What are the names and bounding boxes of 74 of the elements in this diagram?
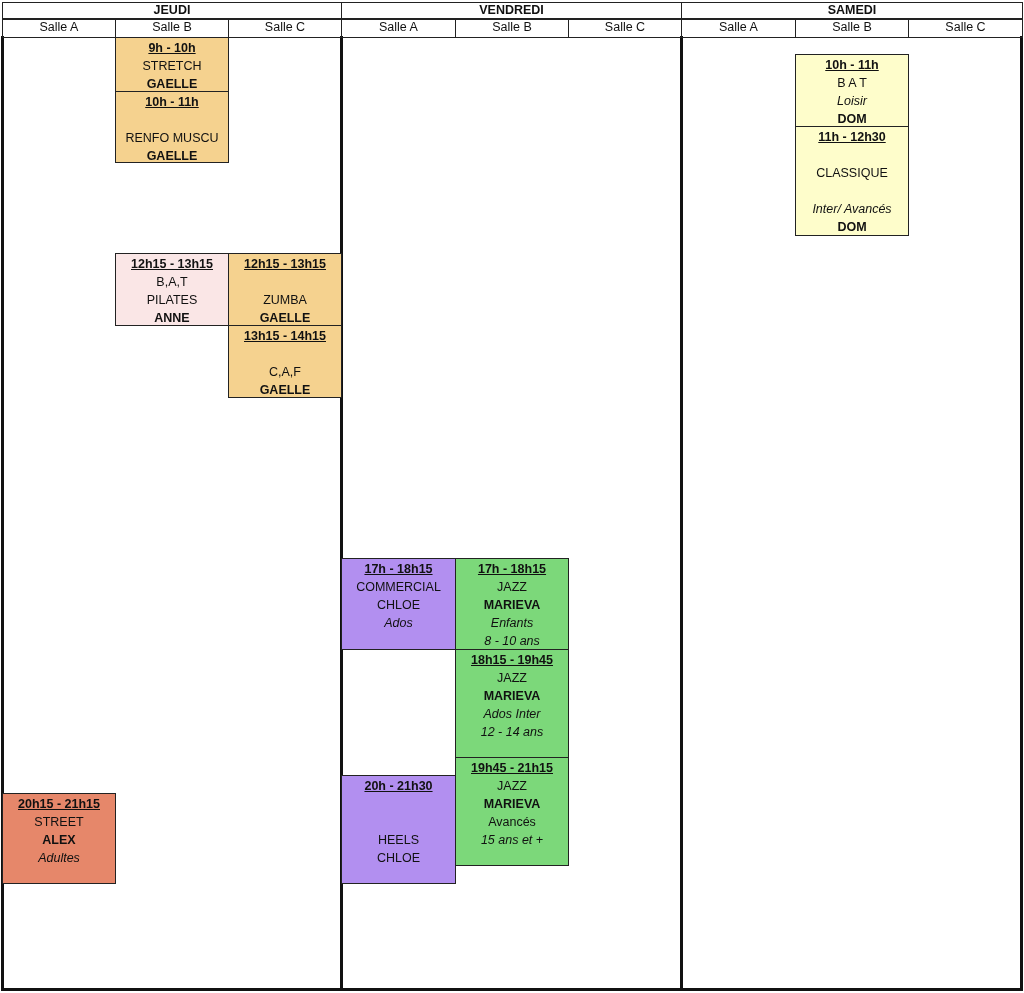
time-range: 17h - 18h15 (364, 561, 433, 578)
class-text: COMMERCIAL (355, 579, 442, 596)
class-text: HEELS (377, 832, 420, 849)
level-text: Loisir (836, 93, 869, 110)
class-text: JAZZ (496, 579, 528, 596)
teacher-name: MARIEVA (482, 688, 542, 705)
level-text: Adultes (37, 850, 81, 867)
class-block (341, 558, 456, 650)
time-range: 13h15 - 14h15 (244, 328, 326, 345)
room-header: Salle C (568, 18, 682, 38)
room-header: Salle C (228, 18, 342, 38)
class-block (795, 126, 909, 236)
room-header: Salle A (2, 18, 116, 38)
class-block (228, 253, 342, 326)
class-text: PILATES (145, 292, 199, 309)
time-range: 20h - 21h30 (364, 778, 433, 795)
class-block (455, 558, 569, 650)
teacher-name: DOM (836, 111, 868, 128)
class-block (795, 54, 909, 127)
teacher-name: MARIEVA (482, 597, 542, 614)
time-range: 17h - 18h15 (477, 561, 547, 578)
level-text: Ados (383, 615, 414, 632)
level-text: 12 - 14 ans (479, 724, 545, 741)
time-range: 19h45 - 21h15 (471, 760, 553, 777)
level-text: Ados Inter (482, 706, 542, 723)
level-text: 15 ans et + (479, 832, 545, 849)
class-text: JAZZ (496, 778, 528, 795)
teacher-name: DOM (836, 219, 868, 236)
level-text: 8 - 10 ans (483, 633, 541, 650)
level-text: Inter/ Avancés (811, 201, 893, 218)
day-header: SAMEDI (681, 2, 1023, 20)
class-text: B A T (836, 75, 868, 92)
class-block (228, 325, 342, 398)
time-range: 10h - 11h (825, 57, 879, 74)
time-range: 20h15 - 21h15 (18, 796, 100, 813)
room-header: Salle A (681, 18, 796, 38)
room-header: Salle A (341, 18, 456, 38)
teacher-name: GAELLE (145, 148, 199, 165)
class-block (455, 757, 569, 866)
room-header: Salle B (455, 18, 569, 38)
class-block (341, 775, 456, 884)
room-header: Salle C (908, 18, 1023, 38)
class-block (115, 91, 229, 163)
class-text: CHLOE (375, 850, 422, 867)
class-text: CLASSIQUE (815, 165, 889, 182)
day-header: VENDREDI (341, 2, 682, 20)
time-range: 10h - 11h (145, 94, 199, 111)
teacher-name: MARIEVA (482, 796, 542, 813)
class-text: CHLOE (375, 597, 422, 614)
class-block (115, 37, 229, 92)
class-block (455, 649, 569, 758)
teacher-name: ALEX (41, 832, 77, 849)
class-block (2, 793, 116, 884)
time-range: 9h - 10h (148, 40, 196, 57)
time-range: 18h15 - 19h45 (471, 652, 553, 669)
teacher-name: ANNE (153, 310, 191, 327)
time-range: 12h15 - 13h15 (244, 256, 326, 273)
class-text: STREET (33, 814, 85, 831)
class-text: RENFO MUSCU (124, 130, 220, 147)
room-header: Salle B (795, 18, 909, 38)
class-text: ZUMBA (262, 292, 308, 309)
class-text: C,A,F (268, 364, 302, 381)
day-header: JEUDI (2, 2, 342, 20)
time-range: 12h15 - 13h15 (131, 256, 213, 273)
teacher-name: GAELLE (145, 76, 199, 93)
class-text: STRETCH (141, 58, 203, 75)
time-range: 11h - 12h30 (818, 129, 886, 146)
level-text: Enfants (489, 615, 535, 632)
class-text: JAZZ (496, 670, 528, 687)
teacher-name: GAELLE (258, 382, 312, 399)
class-block (115, 253, 229, 326)
teacher-name: GAELLE (258, 310, 312, 327)
class-text: Avancés (487, 814, 537, 831)
class-text: B,A,T (155, 274, 189, 291)
